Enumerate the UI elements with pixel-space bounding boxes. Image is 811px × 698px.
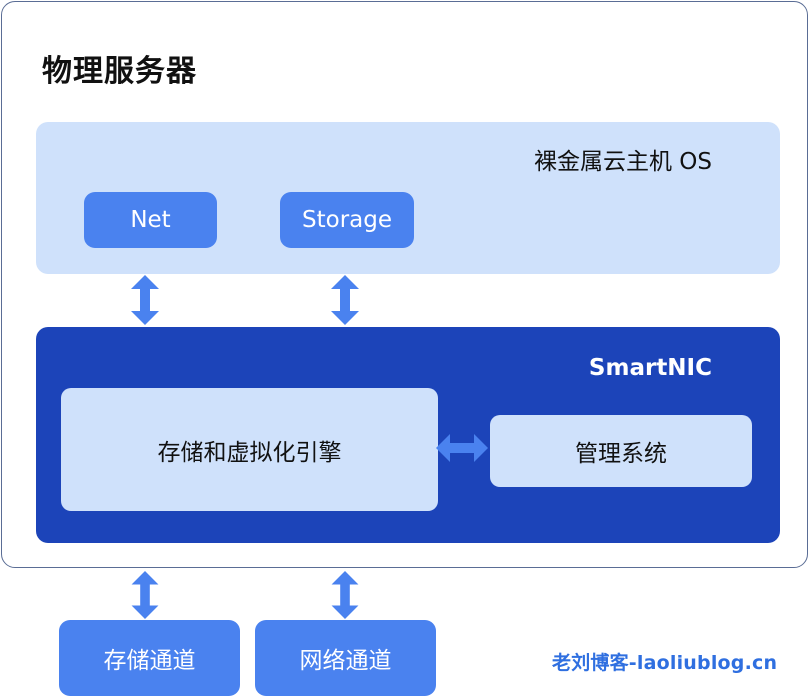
- network-channel: 网络通道: [255, 620, 436, 696]
- server-title: 物理服务器: [42, 54, 197, 89]
- bare-metal-os-box: 裸金属云主机 OS Net Storage: [36, 122, 780, 274]
- watermark: 老刘博客-laoliublog.cn: [552, 652, 778, 674]
- engine-mgmt-arrow-icon: [436, 434, 488, 462]
- storage-virtualization-engine: 存储和虚拟化引擎: [61, 388, 438, 511]
- net-to-nic-arrow-icon: [131, 275, 159, 325]
- physical-server-box: 物理服务器 裸金属云主机 OS Net Storage SmartNIC 存储和…: [1, 1, 808, 568]
- management-system: 管理系统: [490, 415, 752, 487]
- smartnic-title: SmartNIC: [588, 355, 712, 381]
- net-chip: Net: [84, 192, 217, 248]
- storage-chip: Storage: [280, 192, 414, 248]
- os-title: 裸金属云主机 OS: [533, 149, 712, 175]
- smartnic-box: SmartNIC 存储和虚拟化引擎 管理系统: [36, 327, 780, 543]
- storage-to-nic-arrow-icon: [331, 275, 359, 325]
- storage-channel-arrow-icon: [131, 571, 159, 619]
- storage-channel: 存储通道: [59, 620, 240, 696]
- network-channel-arrow-icon: [331, 571, 359, 619]
